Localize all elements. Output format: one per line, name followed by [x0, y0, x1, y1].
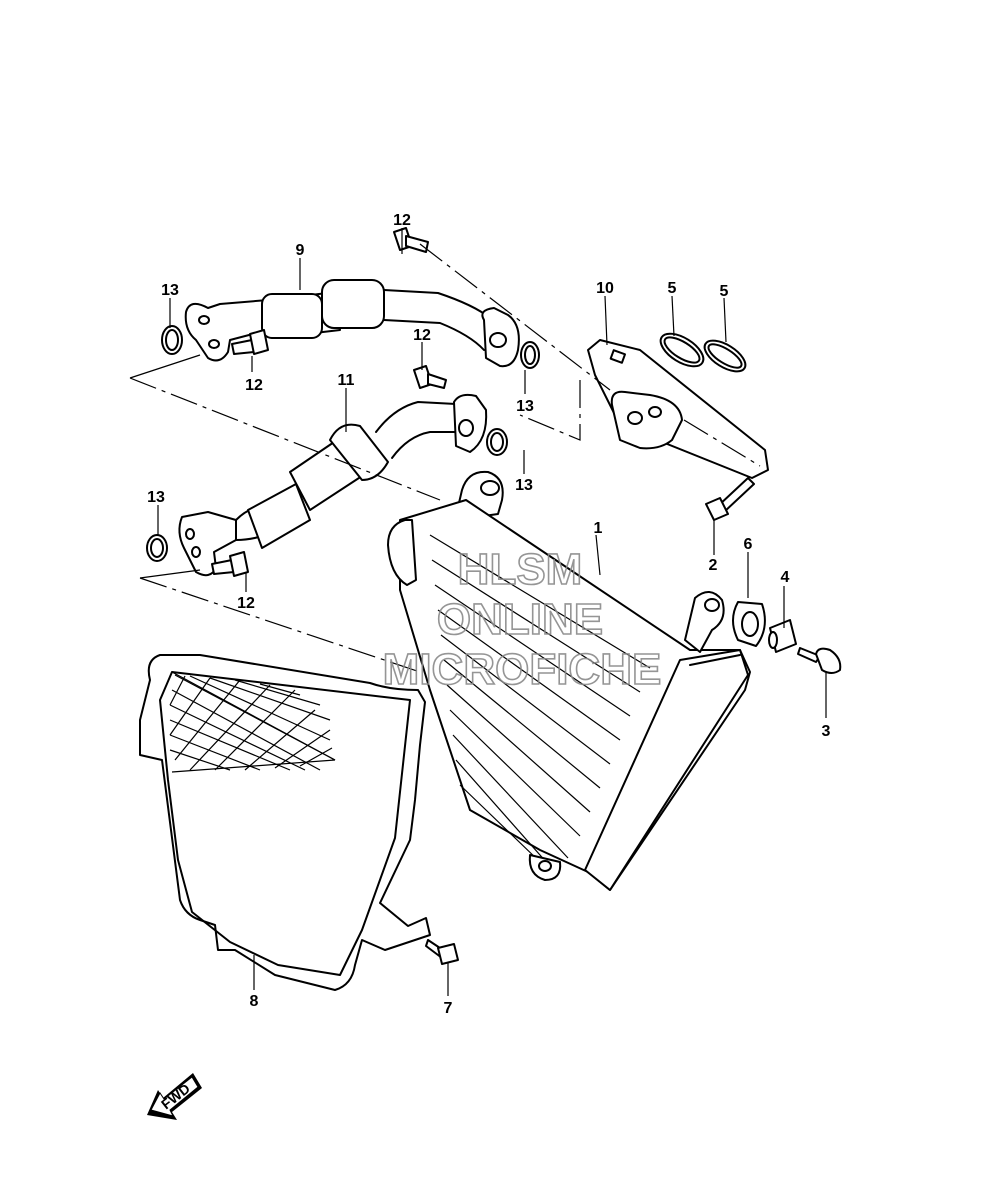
callout-10: 10 — [596, 280, 614, 297]
callout-4: 4 — [781, 569, 790, 586]
callout-9: 9 — [296, 242, 305, 259]
callout-1: 1 — [594, 520, 603, 537]
oil-cooler — [387, 470, 751, 891]
watermark: HLSM ONLINE MICROFICHE — [382, 544, 662, 695]
oil-hose-upper — [184, 279, 520, 368]
bolt-7 — [425, 939, 459, 965]
watermark-line-3: MICROFICHE — [383, 645, 662, 694]
callout-labels: 12 9 13 12 10 5 5 13 12 11 13 13 12 1 2 … — [147, 212, 830, 1017]
o-rings-5 — [659, 332, 747, 373]
callout-13-left-lower: 13 — [147, 489, 165, 506]
leader-lines — [129, 228, 827, 996]
callout-7: 7 — [444, 1000, 453, 1017]
callout-3: 3 — [822, 723, 831, 740]
callout-12-top: 12 — [393, 212, 411, 229]
watermark-line-1: HLSM — [458, 545, 583, 594]
callout-6: 6 — [744, 536, 753, 553]
callout-13-mid-lower: 13 — [515, 477, 533, 494]
oil-hose-lower — [178, 393, 488, 577]
bolts-12 — [211, 227, 447, 577]
callout-13-mid-upper: 13 — [516, 398, 534, 415]
callout-8: 8 — [250, 993, 259, 1010]
callout-12-left-lower: 12 — [237, 595, 255, 612]
callout-12-left-upper: 12 — [245, 377, 263, 394]
forward-arrow-icon: FWD — [147, 1073, 202, 1120]
oil-cooler-guard — [139, 654, 431, 991]
callout-5-right: 5 — [720, 283, 729, 300]
callout-12-mid: 12 — [413, 327, 431, 344]
o-rings — [146, 325, 540, 562]
bolt-2 — [705, 477, 755, 521]
watermark-line-2: ONLINE — [437, 595, 603, 644]
callout-5-left: 5 — [668, 280, 677, 297]
callout-13-left-upper: 13 — [161, 282, 179, 299]
grommet-collar-bolt — [732, 601, 842, 674]
callout-2: 2 — [709, 557, 718, 574]
callout-11: 11 — [338, 372, 355, 389]
